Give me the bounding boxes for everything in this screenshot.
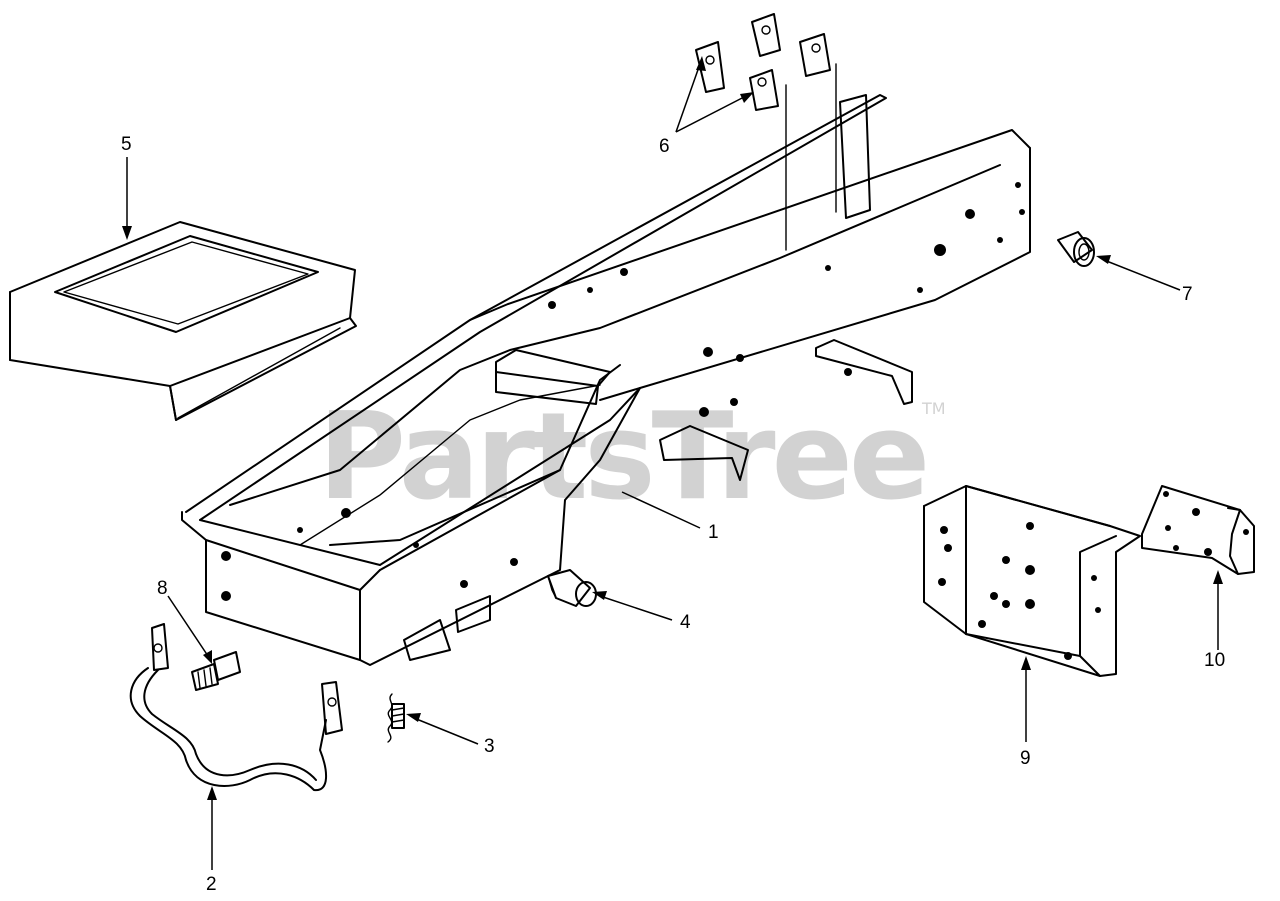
part-2-bar[interactable] — [129, 623, 343, 792]
part-7-bushing[interactable] — [1057, 231, 1095, 267]
watermark-trademark: TM — [921, 399, 946, 418]
callout-10: 10 — [1204, 650, 1225, 671]
callout-4: 4 — [680, 612, 691, 633]
leader-lines — [122, 56, 1223, 870]
callout-2: 2 — [206, 874, 217, 895]
callout-labels: 1 2 3 4 5 6 7 8 9 10 — [121, 134, 1225, 895]
watermark-text: PartsTree — [318, 388, 926, 527]
part-1-main-frame[interactable] — [181, 63, 1031, 666]
callout-6: 6 — [659, 136, 670, 157]
part-5-seat-pan[interactable] — [9, 221, 357, 421]
part-4-pin[interactable] — [547, 569, 597, 607]
callout-9: 9 — [1020, 748, 1031, 769]
callout-3: 3 — [484, 736, 495, 757]
callout-1: 1 — [708, 522, 719, 543]
part-3-spring[interactable] — [387, 693, 405, 743]
part-9-plate[interactable] — [923, 485, 1141, 677]
callout-7: 7 — [1182, 284, 1193, 305]
watermark: PartsTree TM — [318, 388, 946, 527]
part-10-bracket[interactable] — [1141, 485, 1255, 575]
part-6-clips[interactable] — [695, 13, 831, 111]
callout-5: 5 — [121, 134, 132, 155]
part-8-bolt[interactable] — [191, 651, 241, 691]
callout-8: 8 — [157, 578, 168, 599]
